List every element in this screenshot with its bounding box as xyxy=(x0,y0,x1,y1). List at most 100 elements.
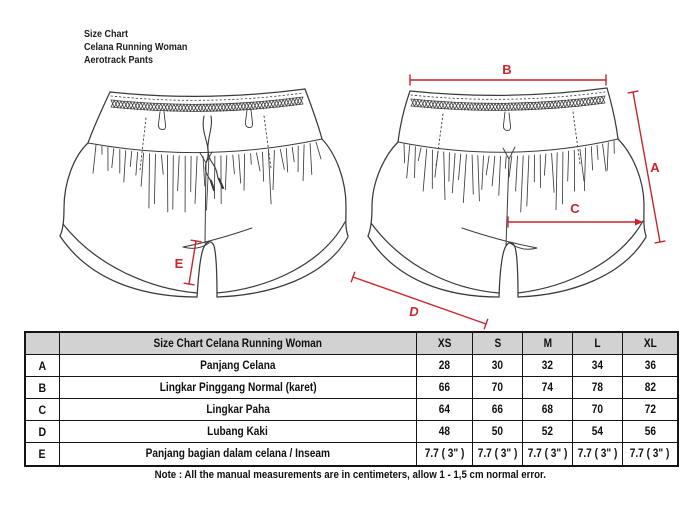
value-d-xl: 56 xyxy=(623,421,677,443)
row-label-a-text: Panjang Celana xyxy=(200,359,276,372)
value-b-xs: 66 xyxy=(417,377,473,399)
gather-wrinkle-line xyxy=(520,155,524,213)
gather-wrinkle-line xyxy=(243,153,246,191)
value-a-l: 34 xyxy=(573,355,623,377)
gather-wrinkle-line xyxy=(309,142,313,175)
gather-wrinkle-line xyxy=(153,153,156,205)
gather-wrinkle-line xyxy=(583,147,587,192)
header-line-title: Size Chart xyxy=(84,29,129,40)
gather-wrinkle-line xyxy=(267,150,272,205)
value-d-l: 54 xyxy=(573,421,623,443)
gather-wrinkle-line xyxy=(458,153,462,181)
gather-wrinkle-line xyxy=(135,151,139,176)
elastic-band-texture xyxy=(110,96,304,113)
gather-wrinkle-line xyxy=(504,155,507,169)
value-d-xl-text: 56 xyxy=(644,425,656,438)
value-d-m-text: 52 xyxy=(541,425,554,438)
row-key-c-text: C xyxy=(38,402,47,417)
value-e-m-text: 7.7 ( 3" ) xyxy=(527,448,568,460)
front-shorts-drawing xyxy=(59,88,349,298)
dim-arrow-c xyxy=(507,216,643,228)
value-a-m-text: 32 xyxy=(541,359,554,372)
gather-wrinkle-line xyxy=(302,144,305,182)
value-c-s-text: 66 xyxy=(491,403,504,416)
row-key-c: C xyxy=(26,399,60,421)
gather-wrinkle-line xyxy=(291,146,295,163)
dim-arrow-b xyxy=(409,74,607,86)
gather-wrinkle-line xyxy=(498,155,501,196)
row-key-b-text: B xyxy=(38,380,47,395)
gather-wrinkle-line xyxy=(606,142,609,171)
gather-wrinkle-line xyxy=(213,155,216,199)
gather-wrinkle-line xyxy=(491,155,496,187)
row-label-e-text: Panjang bagian dalam celana / Inseam xyxy=(145,448,331,460)
gather-wrinkle-line xyxy=(172,155,174,210)
value-c-l: 70 xyxy=(573,399,623,421)
value-b-l-text: 78 xyxy=(591,381,604,394)
table-title-cell: Size Chart Celana Running Woman xyxy=(60,333,417,355)
value-b-s-text: 70 xyxy=(491,381,504,394)
gather-wrinkle-line xyxy=(579,148,585,182)
value-d-s-text: 50 xyxy=(491,425,504,438)
measurement-note: Note : All the manual measurements are i… xyxy=(0,469,700,481)
gather-wrinkle-line xyxy=(160,154,164,175)
row-label-b-text: Lingkar Pinggang Normal (karet) xyxy=(159,381,317,394)
value-c-s: 66 xyxy=(473,399,523,421)
value-b-m-text: 74 xyxy=(541,381,554,394)
gather-wrinkle-line xyxy=(551,152,555,193)
row-label-d: Lubang Kaki xyxy=(60,421,417,443)
product-header: Size Chart Celana Running Woman Aerotrac… xyxy=(84,28,187,67)
gather-wrinkle-line xyxy=(140,152,145,187)
value-b-s: 70 xyxy=(473,377,523,399)
gather-wrinkle-line xyxy=(434,150,439,178)
gather-wrinkle-line xyxy=(272,149,275,191)
dimension-annotations: B A C D E xyxy=(175,62,666,330)
gather-wrinkle-line xyxy=(177,155,180,192)
row-key-d-text: D xyxy=(38,424,47,439)
size-col-header-xs-text: XS xyxy=(437,337,452,350)
gather-wrinkle-line xyxy=(508,155,513,178)
elastic-band-texture xyxy=(410,95,606,112)
value-a-xs-text: 28 xyxy=(438,359,451,372)
gather-wrinkle-line xyxy=(92,144,97,174)
row-key-d: D xyxy=(26,421,60,443)
size-col-header-xl: XL xyxy=(623,333,677,355)
gather-wrinkle-line xyxy=(422,148,428,192)
gather-wrinkle-line xyxy=(406,144,411,179)
value-c-l-text: 70 xyxy=(591,403,604,416)
gather-wrinkle-line xyxy=(485,155,490,176)
dim-arrow-e xyxy=(183,239,202,286)
value-e-s-text: 7.7 ( 3" ) xyxy=(477,448,518,460)
value-b-m: 74 xyxy=(523,377,573,399)
row-label-a: Panjang Celana xyxy=(60,355,417,377)
gather-wrinkle-line xyxy=(543,153,547,176)
row-label-c: Lingkar Paha xyxy=(60,399,417,421)
back-shorts-drawing xyxy=(367,87,647,298)
gather-wrinkle-line xyxy=(596,144,599,160)
gather-wrinkle-line xyxy=(256,152,261,172)
value-b-xl: 82 xyxy=(623,377,677,399)
size-col-header-xs: XS xyxy=(417,333,473,355)
value-a-m: 32 xyxy=(523,355,573,377)
value-a-xl-text: 36 xyxy=(644,359,656,372)
value-a-xl: 36 xyxy=(623,355,677,377)
header-line-model: Aerotrack Pants xyxy=(84,55,154,66)
row-label-c-text: Lingkar Paha xyxy=(206,403,270,416)
row-label-d-text: Lubang Kaki xyxy=(207,425,269,438)
value-d-s: 50 xyxy=(473,421,523,443)
value-c-m-text: 68 xyxy=(541,403,554,416)
size-col-header-m-text: M xyxy=(543,337,552,350)
value-c-xl-text: 72 xyxy=(644,403,656,416)
gather-wrinkle-line xyxy=(279,148,285,170)
value-b-l: 78 xyxy=(573,377,623,399)
value-c-xs-text: 64 xyxy=(438,403,451,416)
gather-wrinkle-line xyxy=(206,155,210,211)
dim-label-a: A xyxy=(650,160,660,175)
gather-wrinkle-line xyxy=(555,152,558,211)
row-key-e-text: E xyxy=(38,447,47,461)
gather-wrinkle-line xyxy=(417,147,422,162)
size-col-header-l-text: L xyxy=(594,337,601,350)
dim-label-b: B xyxy=(502,62,511,77)
